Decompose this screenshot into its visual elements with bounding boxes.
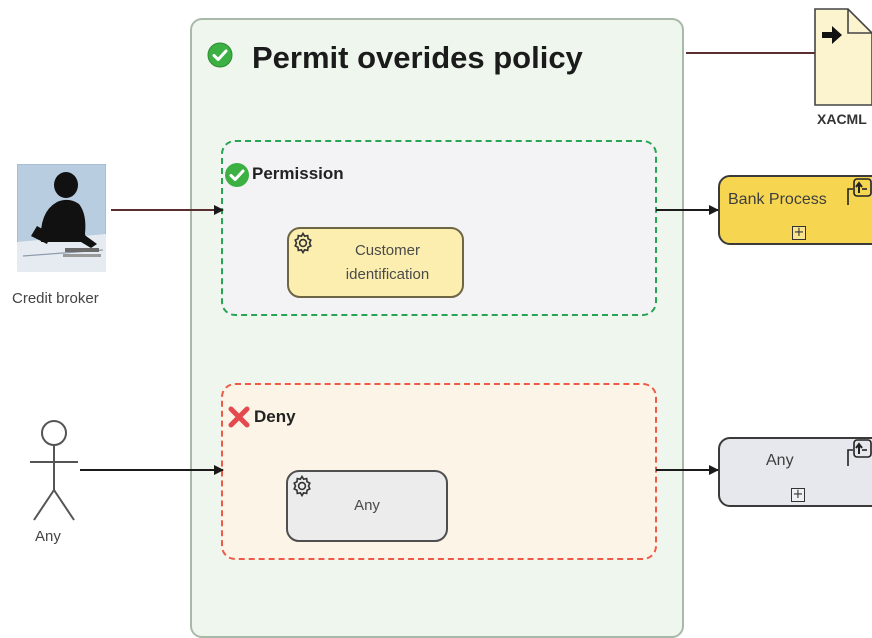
subprocess-icon	[847, 178, 872, 205]
any-process-label: Any	[766, 452, 794, 469]
policy-title: Permit overides policy	[252, 40, 583, 75]
customer-identification-task[interactable]: Customer identification	[287, 227, 464, 298]
task-label-line-2: identification	[345, 265, 430, 283]
stick-figure-icon[interactable]	[26, 418, 82, 526]
xacml-label: XACML	[817, 111, 867, 127]
person-at-desk-icon[interactable]	[17, 164, 106, 272]
check-circle-icon	[207, 42, 233, 68]
expand-marker-icon[interactable]: +	[791, 487, 805, 502]
cross-icon	[228, 406, 250, 428]
any-task-label: Any	[354, 497, 380, 514]
task-label-line-1: Customer	[354, 241, 420, 259]
gear-icon	[294, 231, 312, 255]
gear-icon	[293, 474, 311, 498]
check-circle-icon	[225, 163, 249, 187]
expand-marker-icon[interactable]: +	[792, 225, 806, 240]
any-task[interactable]: Any	[286, 470, 448, 542]
subprocess-icon	[847, 439, 872, 466]
deny-label: Deny	[254, 407, 296, 426]
bank-process-label: Bank Process	[728, 191, 827, 208]
document-arrow-icon[interactable]	[814, 8, 872, 106]
permission-label: Permission	[252, 164, 344, 183]
any-process-subprocess[interactable]	[718, 437, 872, 507]
any-actor-label: Any	[35, 528, 61, 545]
bank-process-subprocess[interactable]	[718, 175, 872, 245]
credit-broker-label: Credit broker	[12, 290, 99, 307]
